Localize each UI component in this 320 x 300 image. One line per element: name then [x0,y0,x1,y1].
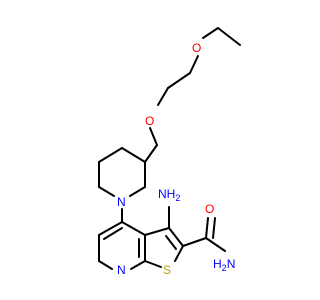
bond [202,27,219,39]
bond [144,227,170,236]
bond [157,87,169,106]
bond [98,221,123,236]
bond [149,127,158,146]
bond [174,245,184,262]
bond [182,237,207,247]
atom-label-thiophene-sulfur: S [163,263,171,277]
atom-label-amino-group: NH2 [158,187,180,203]
bond [121,147,146,163]
atom-label-amide-nitrogen: H2N [213,257,235,273]
bond [217,27,241,46]
atom-label-piperidine-nitrogen: N [117,195,126,209]
bond [98,260,113,270]
molecule-structure-diagram: O O N NH2 O H2N N S [98,27,241,277]
bond [130,260,146,270]
bond [165,235,177,250]
atom-label-ether-oxygen: O [145,114,154,128]
atom-label-ethoxy-oxygen: O [192,41,201,55]
bond [205,237,226,252]
bond [121,221,146,236]
bond [103,227,123,240]
bond [168,227,184,247]
bond [129,186,146,197]
bond [167,72,191,89]
bond [205,217,209,239]
bond-lines [98,27,241,270]
bond [98,147,123,163]
atom-label-pyridine-nitrogen: N [117,263,126,277]
bond [189,55,199,74]
bond [212,217,216,239]
atom-labels: O O N NH2 O H2N N S [117,41,235,277]
bond [144,144,158,163]
bond [98,186,115,197]
bond [144,260,162,268]
atom-label-carbonyl-oxygen: O [205,202,214,216]
